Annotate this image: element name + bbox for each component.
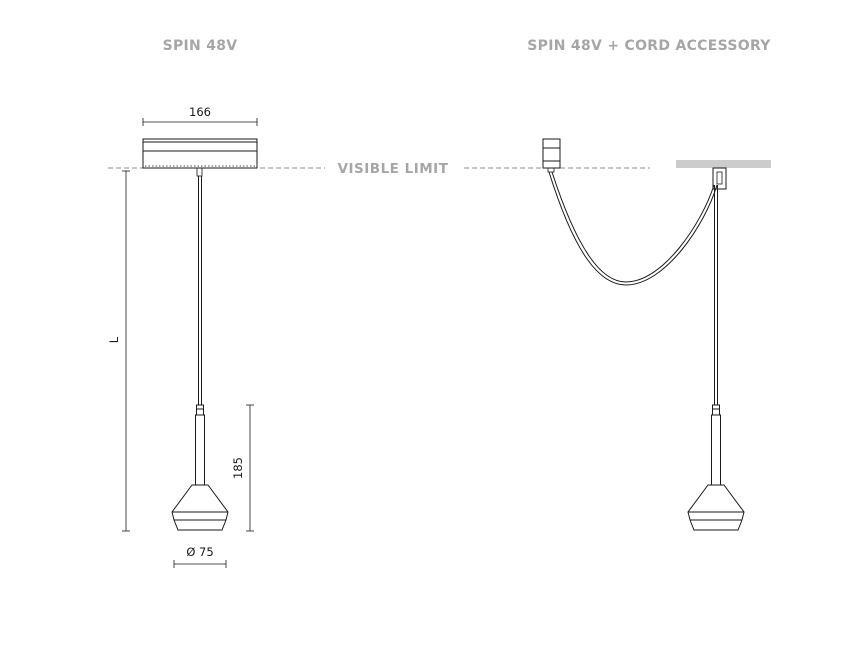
diameter-dimension-label: Ø 75 (186, 545, 213, 559)
cord-accessory (548, 171, 718, 286)
left-drawing-title: SPIN 48V (163, 38, 238, 54)
ceiling-surface (676, 160, 771, 168)
ceiling-canopy (142, 138, 258, 169)
visible-limit-label: VISIBLE LIMIT (338, 161, 449, 177)
length-dimension-label: L (107, 336, 121, 343)
right-drawing-title: SPIN 48V + CORD ACCESSORY (527, 38, 771, 54)
height-dimension-label: 185 (231, 457, 245, 479)
cable-grip (196, 167, 203, 177)
lamp-shade-right (687, 484, 745, 531)
width-dimension-label: 166 (189, 105, 211, 119)
ceiling-hook (712, 167, 727, 190)
left-pendant-drawing: 166 L 185 (107, 105, 258, 568)
lamp-body-right (711, 404, 721, 486)
track-adapter (542, 138, 561, 173)
lamp-body (195, 404, 205, 486)
right-pendant-drawing (542, 138, 771, 531)
lamp-shade (171, 484, 229, 531)
